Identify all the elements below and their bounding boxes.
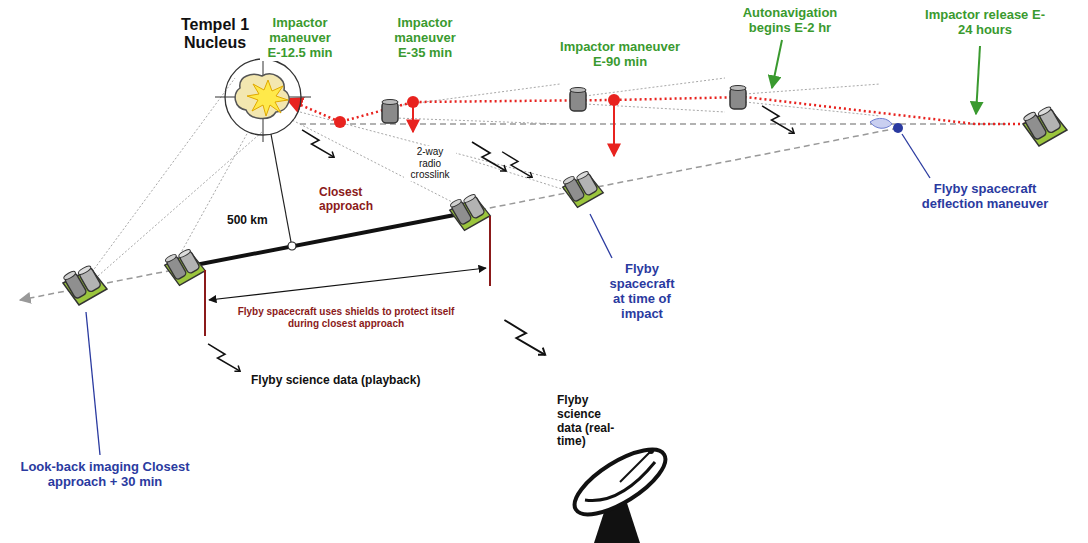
- event-label: Impactor release E-24 hours: [920, 8, 1050, 38]
- extent-tick: [489, 216, 491, 286]
- event-label: Impactor maneuver E-35 min: [385, 16, 465, 61]
- impactor: [730, 86, 746, 110]
- view-line: [178, 132, 248, 258]
- impactor: [570, 88, 586, 112]
- note-label: Closest approach: [318, 186, 382, 214]
- view-lines: [92, 78, 880, 276]
- leader-line: [86, 312, 100, 455]
- flyby-spacecraft: [63, 262, 107, 305]
- note-label: Flyby science data (real-time): [556, 394, 620, 449]
- view-line: [470, 160, 565, 190]
- impactor-axis: [300, 123, 1010, 125]
- radio-bolt: [302, 130, 334, 157]
- thruster-plume: [870, 118, 892, 128]
- delta-v-arrow: [613, 104, 615, 156]
- event-label: Look-back imaging Closest approach + 30 …: [8, 460, 203, 490]
- flyby-spacecraft: [165, 246, 206, 286]
- flyby-spacecraft: [450, 191, 491, 231]
- view-line: [745, 102, 880, 116]
- view-line: [395, 118, 560, 124]
- deflection-point: [893, 123, 903, 133]
- crosslink-bolts: [302, 106, 794, 177]
- view-line: [585, 104, 725, 112]
- leader-line: [590, 214, 612, 258]
- extent-arrow: [209, 268, 486, 300]
- shielded-segment: [185, 212, 470, 267]
- event-label: Impactor maneuver E-90 min: [553, 40, 688, 70]
- antenna-feed: [620, 452, 650, 482]
- downlink-bolt: [504, 320, 545, 355]
- flyby-trajectory: [20, 128, 898, 300]
- downlink-bolt: [208, 344, 240, 371]
- leader-arrow: [976, 46, 980, 114]
- radio-bolt: [762, 106, 794, 133]
- comet-nucleus: [215, 52, 311, 142]
- impactor: [382, 100, 398, 124]
- event-label: Flyby spacecraft at time of impact: [601, 262, 683, 322]
- note-label: 2-way radio crosslink: [404, 146, 456, 181]
- event-label: Autonavigation begins E-2 hr: [735, 6, 845, 36]
- maneuver-dot: [334, 116, 346, 128]
- target-circle: [225, 59, 301, 135]
- note-label: Flyby science data (playback): [250, 374, 421, 388]
- leader-arrow: [772, 40, 782, 88]
- extent-tick: [204, 270, 206, 336]
- view-line: [745, 84, 880, 94]
- impactor-path: [287, 97, 1030, 124]
- view-line: [585, 78, 725, 96]
- flyby-spacecraft: [563, 168, 604, 208]
- impact-flash: [247, 80, 288, 116]
- delta-v-arrow: [412, 106, 414, 132]
- target-name: Tempel 1 Nucleus: [170, 16, 260, 53]
- leader-line: [902, 134, 930, 178]
- radio-bolt: [472, 142, 506, 171]
- note-label: Flyby spacecraft uses shields to protect…: [236, 306, 456, 329]
- flyby-spacecraft: [1023, 103, 1067, 146]
- ground-antenna: [565, 437, 674, 543]
- antenna-dish: [565, 437, 674, 526]
- nucleus-body: [235, 74, 289, 119]
- dimension-label: 500 km: [226, 214, 269, 228]
- event-label: Flyby spacecraft deflection maneuver: [915, 182, 1055, 212]
- radio-bolt: [502, 152, 532, 178]
- antenna-feed-tip: [648, 448, 654, 454]
- view-line: [300, 112, 565, 182]
- closest-point: [288, 242, 296, 250]
- event-label: Impactor maneuver E-12.5 min: [260, 16, 340, 61]
- distance-line: [271, 134, 291, 242]
